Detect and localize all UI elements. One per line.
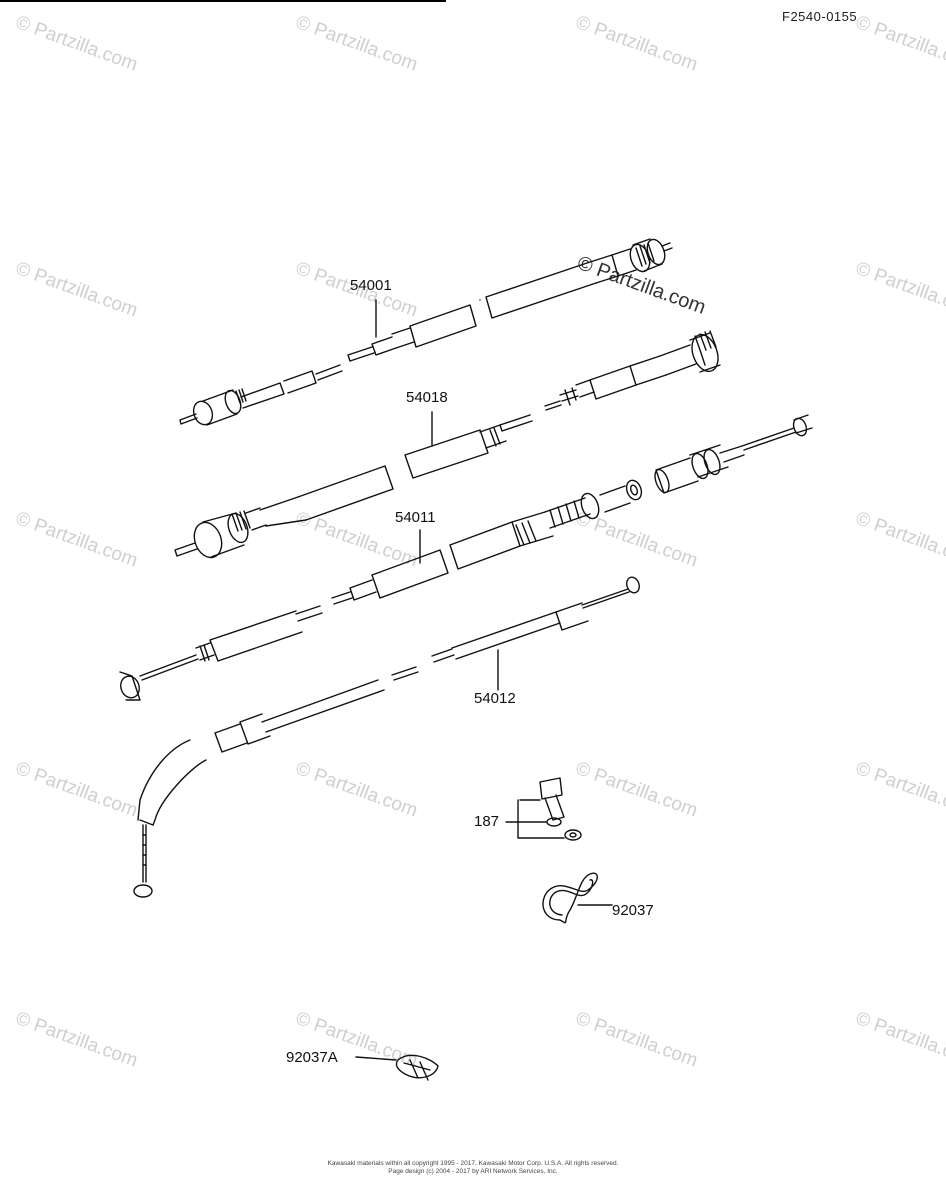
clip-92037A-drawing — [355, 1054, 439, 1081]
footer-page-design: Page design (c) 2004 - 2017 by ARI Netwo… — [388, 1168, 558, 1175]
figure-code: F2540-0155 — [782, 9, 858, 24]
part-label-54001[interactable]: 54001 — [350, 277, 392, 294]
part-label-187[interactable]: 187 — [474, 813, 500, 830]
bolt-assembly-187-drawing — [505, 777, 582, 841]
footer-copyright: Kawasaki materials within all copyright … — [327, 1160, 619, 1167]
part-label-54018[interactable]: 54018 — [406, 389, 448, 406]
part-label-92037A[interactable]: 92037A — [286, 1049, 338, 1066]
cable-54001-drawing — [179, 238, 673, 426]
cable-54012-drawing — [133, 576, 640, 898]
cable-54018-drawing — [174, 330, 721, 559]
clamp-92037-drawing — [542, 872, 613, 924]
top-rule — [0, 0, 446, 2]
cable-54011-drawing — [119, 414, 813, 701]
part-label-92037[interactable]: 92037 — [612, 902, 654, 919]
part-label-54012[interactable]: 54012 — [474, 690, 516, 707]
part-label-54011[interactable]: 54011 — [395, 509, 436, 526]
